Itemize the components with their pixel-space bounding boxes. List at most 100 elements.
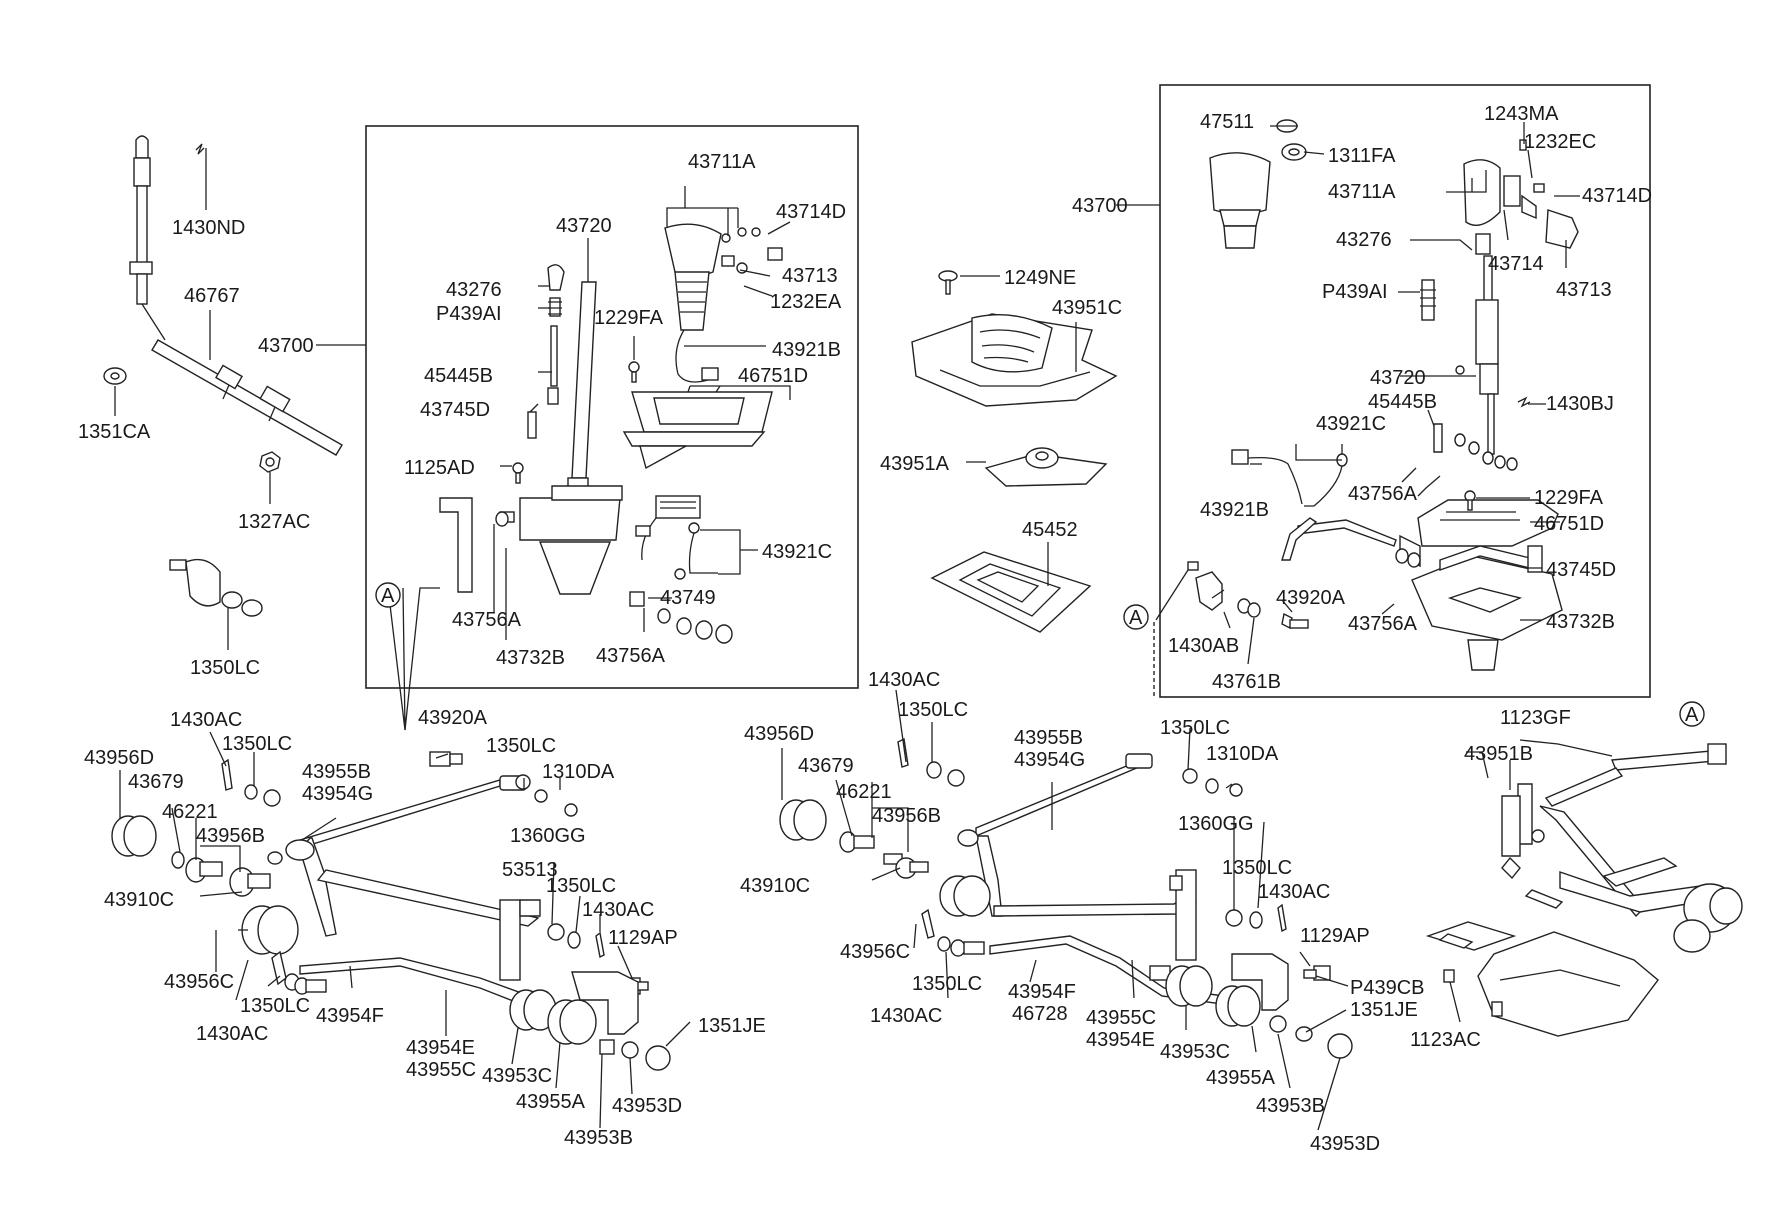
knob-43711A-right bbox=[1463, 139, 1579, 249]
label-46221-left: 46221 bbox=[162, 801, 218, 823]
label-46751D-left: 46751D bbox=[738, 365, 808, 387]
label-43953C-left: 43953C bbox=[482, 1065, 552, 1087]
label-1129AP-mid: 1129AP bbox=[1300, 925, 1370, 947]
bolt-1125AD bbox=[512, 462, 524, 484]
bushings-43956-left bbox=[111, 815, 327, 995]
label-A-right: A bbox=[1685, 704, 1699, 726]
label-1350LC-left1: 1350LC bbox=[222, 733, 292, 755]
label-43955B-mid: 43955B bbox=[1014, 727, 1083, 749]
label-1123AC: 1123AC bbox=[1410, 1029, 1481, 1051]
connector-43921B-43921C-left bbox=[635, 495, 718, 580]
label-43956C-left: 43956C bbox=[164, 971, 234, 993]
label-43921B-right: 43921B bbox=[1200, 499, 1269, 521]
bracket-43951B-1123AC bbox=[1425, 921, 1659, 1037]
label-46767: 46767 bbox=[184, 285, 240, 307]
label-43954E-left: 43954E bbox=[406, 1037, 475, 1059]
label-43720-right: 43720 bbox=[1370, 367, 1426, 389]
label-43732B-right: 43732B bbox=[1546, 611, 1615, 633]
label-43951C: 43951C bbox=[1052, 297, 1122, 319]
label-43953D-left: 43953D bbox=[612, 1095, 682, 1117]
label-43954G-mid: 43954G bbox=[1014, 749, 1085, 771]
label-1350LC-left2: 1350LC bbox=[486, 735, 556, 757]
label-1360GG-left: 1360GG bbox=[510, 825, 586, 847]
label-1310DA-mid: 1310DA bbox=[1206, 743, 1279, 765]
label-1350LC-mid3: 1350LC bbox=[1222, 857, 1292, 879]
label-43276-right: 43276 bbox=[1336, 229, 1392, 251]
leader-lines bbox=[114, 122, 1613, 1131]
bracket-1350LC-cable bbox=[169, 558, 263, 617]
boot-43951C bbox=[911, 313, 1118, 407]
label-46728: 46728 bbox=[1012, 1003, 1068, 1025]
lever-43720-right bbox=[1420, 233, 1531, 455]
bezel-45452 bbox=[930, 551, 1092, 633]
label-46221-mid: 46221 bbox=[836, 781, 892, 803]
label-45452: 45452 bbox=[1022, 519, 1078, 541]
label-43954E-mid: 43954E bbox=[1086, 1029, 1155, 1051]
label-1360GG-mid: 1360GG bbox=[1178, 813, 1254, 835]
label-43711A-left: 43711A bbox=[688, 151, 756, 173]
label-43761B: 43761B bbox=[1212, 671, 1281, 693]
label-1430AC-left3: 1430AC bbox=[196, 1023, 268, 1045]
label-43953B-mid: 43953B bbox=[1256, 1095, 1325, 1117]
label-43955A-mid: 43955A bbox=[1206, 1067, 1276, 1089]
right-assembly-frame bbox=[1159, 84, 1651, 698]
label-43955A-left: 43955A bbox=[516, 1091, 586, 1113]
bushing-group-lower-middle bbox=[1165, 903, 1353, 1059]
label-45445B-right: 45445B bbox=[1368, 391, 1437, 413]
parts-1430AB-43761B bbox=[1187, 561, 1261, 618]
label-45445B-left: 45445B bbox=[424, 365, 493, 387]
shift-cable-46767 bbox=[129, 135, 343, 456]
knob-47511 bbox=[1209, 152, 1271, 249]
shift-lever-43720-left bbox=[567, 281, 597, 493]
label-1350LC-left3: 1350LC bbox=[546, 875, 616, 897]
label-1430AC-left2: 1430AC bbox=[582, 899, 654, 921]
label-43956B-mid: 43956B bbox=[872, 805, 941, 827]
left-assembly-frame bbox=[365, 125, 859, 689]
bushing-group-lower-left bbox=[509, 923, 671, 1071]
button-spring-43276-P439AI-left bbox=[527, 264, 565, 439]
label-43955C-mid: 43955C bbox=[1086, 1007, 1156, 1029]
label-43951A: 43951A bbox=[880, 453, 950, 475]
label-43956D-left: 43956D bbox=[84, 747, 154, 769]
label-P439AI-left: P439AI bbox=[436, 303, 502, 325]
label-43679-left: 43679 bbox=[128, 771, 184, 793]
rod-43920A-right bbox=[1281, 517, 1421, 630]
nut-1327AC bbox=[259, 451, 281, 473]
label-1125AD: 1125AD bbox=[404, 457, 475, 479]
label-43756A-right1: 43756A bbox=[1348, 483, 1418, 505]
label-43951B: 43951B bbox=[1464, 743, 1533, 765]
label-1249NE: 1249NE bbox=[1004, 267, 1076, 289]
bushings-43749-43756A-left bbox=[495, 511, 733, 644]
label-43700-left: 43700 bbox=[258, 335, 314, 357]
part-labels: 1430ND 46767 1351CA 1327AC 1350LC 43700 … bbox=[78, 103, 1705, 1155]
callout-A-right bbox=[1679, 701, 1705, 727]
label-1430AC-mid3: 1430AC bbox=[870, 1005, 942, 1027]
label-1327AC: 1327AC bbox=[238, 511, 310, 533]
label-1350LC-cable: 1350LC bbox=[190, 657, 260, 679]
label-43714: 43714 bbox=[1488, 253, 1544, 275]
label-43954F-left: 43954F bbox=[316, 1005, 384, 1027]
callout-A-mid bbox=[1123, 604, 1149, 630]
label-43954F-mid: 43954F bbox=[1008, 981, 1076, 1003]
label-43953D-mid: 43953D bbox=[1310, 1133, 1380, 1155]
label-43711A-right: 43711A bbox=[1328, 181, 1396, 203]
label-1351CA: 1351CA bbox=[78, 421, 151, 443]
label-1430AC-mid2: 1430AC bbox=[1258, 881, 1330, 903]
label-1232EA: 1232EA bbox=[770, 291, 842, 313]
screw-1249NE bbox=[938, 270, 958, 295]
label-1430AC-left1: 1430AC bbox=[170, 709, 242, 731]
label-43745D-left: 43745D bbox=[420, 399, 490, 421]
label-43714D-left: 43714D bbox=[776, 201, 846, 223]
label-1129AP-left: 1129AP bbox=[608, 927, 678, 949]
shift-knob-43711A-left bbox=[664, 223, 722, 383]
label-P439AI-right: P439AI bbox=[1322, 281, 1388, 303]
label-1229FA-left: 1229FA bbox=[594, 307, 664, 329]
linkage-left bbox=[267, 775, 548, 1011]
label-53513: 53513 bbox=[502, 859, 558, 881]
label-43921B-left: 43921B bbox=[772, 339, 841, 361]
label-1350LC-mid2: 1350LC bbox=[1160, 717, 1230, 739]
label-43953B-left: 43953B bbox=[564, 1127, 633, 1149]
label-1430AC-mid1: 1430AC bbox=[868, 669, 940, 691]
label-1123GF: 1123GF bbox=[1500, 707, 1571, 729]
